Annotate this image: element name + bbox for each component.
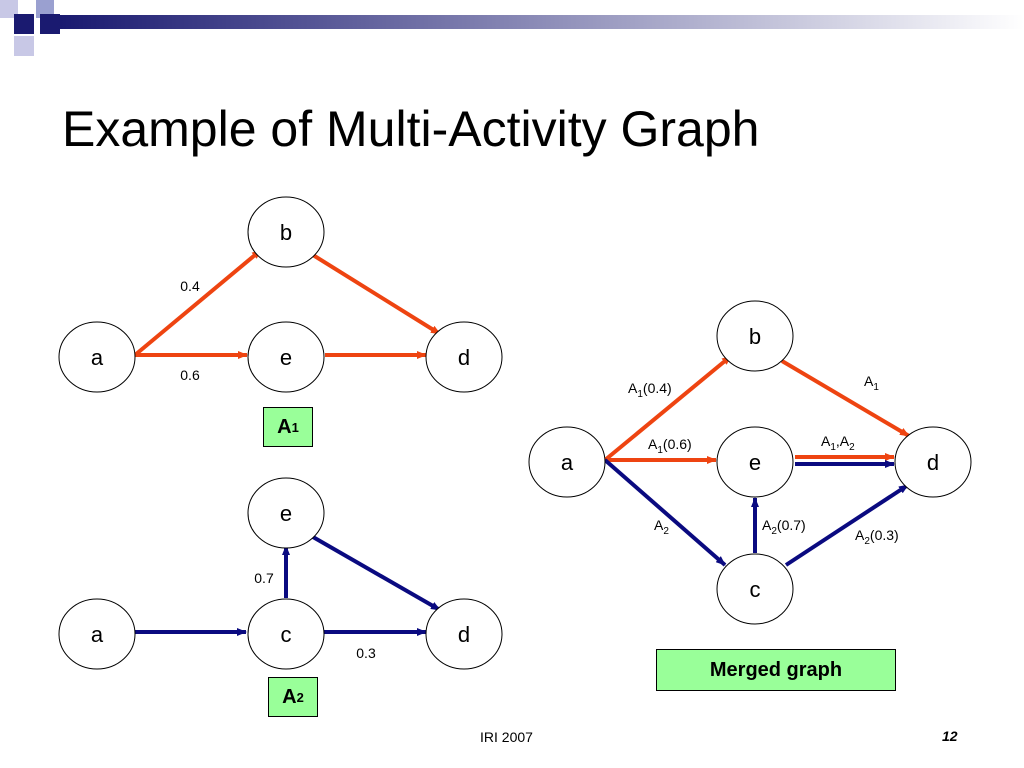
label-sub: 1	[830, 442, 836, 453]
tag-main: A	[282, 685, 297, 708]
edge-label-a-e: 0.6	[180, 367, 200, 383]
node-d	[894, 426, 972, 498]
merged-graph-caption: Merged graph	[656, 649, 896, 691]
edge-label-c-e: A2(0.7)	[762, 517, 806, 537]
deco-square	[0, 0, 18, 18]
edge-label-c-e: 0.7	[254, 570, 274, 586]
label-tail: ,A	[836, 433, 850, 449]
label-sub: 2	[771, 526, 777, 537]
label-tail: (0.4)	[643, 380, 672, 396]
node-label-b: b	[749, 324, 761, 349]
node-b	[716, 300, 794, 372]
node-a	[528, 426, 606, 498]
node-e	[247, 477, 325, 549]
edge-b-d	[780, 359, 911, 438]
node-label-d: d	[927, 450, 939, 475]
node-d	[425, 321, 503, 393]
edge-b-d	[311, 253, 442, 336]
node-d	[425, 598, 503, 670]
footer-center: IRI 2007	[480, 729, 533, 745]
node-c	[716, 553, 794, 625]
label-main: A	[864, 373, 874, 389]
deco-square	[14, 36, 34, 56]
label-sub: 2	[864, 536, 870, 547]
edge-a-b	[603, 354, 733, 462]
header-decoration	[0, 0, 1024, 56]
label-main: A	[628, 380, 638, 396]
graph-a1: a b e d 0.4 0.6	[58, 196, 503, 393]
node-label-d: d	[458, 622, 470, 647]
node-e	[247, 321, 325, 393]
node-label-b: b	[280, 220, 292, 245]
node-c	[247, 598, 325, 670]
label-main: A	[648, 436, 658, 452]
deco-square	[14, 14, 34, 34]
slide-title: Example of Multi-Activity Graph	[62, 101, 760, 157]
deco-square	[18, 0, 36, 18]
label-tail: (0.3)	[870, 527, 899, 543]
tag-main: A	[277, 415, 292, 438]
node-a	[58, 598, 136, 670]
tag-sub: 1	[291, 419, 299, 435]
label-tail: (0.6)	[663, 436, 692, 452]
edge-a-b	[133, 248, 263, 357]
label-tail: (0.7)	[777, 517, 806, 533]
label-main: A	[654, 517, 664, 533]
edge-label-a-b: 0.4	[180, 278, 200, 294]
node-a	[58, 321, 136, 393]
deco-square	[36, 0, 54, 18]
edge-label-a-b: A1(0.4)	[628, 380, 672, 400]
label-sub: 1	[637, 389, 643, 400]
label-sub: 1	[873, 382, 879, 393]
deco-square	[40, 14, 60, 34]
node-b	[247, 196, 325, 268]
node-label-c: c	[750, 577, 761, 602]
node-label-a: a	[91, 345, 104, 370]
edge-label-c-d: 0.3	[356, 645, 376, 661]
edge-label-b-d: A1	[864, 373, 879, 393]
edge-label-a-c: A2	[654, 517, 669, 537]
edge-a-c	[603, 458, 727, 567]
graph-a2: a c e d 0.7 0.3	[58, 477, 503, 670]
edge-c-d	[784, 483, 910, 567]
edge-label-c-d: A2(0.3)	[855, 527, 899, 547]
page-number: 12	[942, 728, 958, 744]
edge-label-a-e: A1(0.6)	[648, 436, 692, 456]
node-label-c: c	[281, 622, 292, 647]
node-label-a: a	[561, 450, 574, 475]
node-label-a: a	[91, 622, 104, 647]
node-label-e: e	[280, 501, 292, 526]
graph-merged: a b e d c A1(0.4) A1(0.6) A1 A1,A2 A2 A2…	[528, 300, 972, 625]
label-sub: 1	[657, 445, 663, 456]
deco-square	[36, 36, 54, 54]
tag-sub: 2	[296, 689, 304, 705]
label-main: A	[821, 433, 831, 449]
edge-e-d	[312, 535, 441, 612]
edge-label-e-d: A1,A2	[821, 433, 855, 453]
node-label-e: e	[280, 345, 292, 370]
node-e	[716, 426, 794, 498]
label-sub: 2	[663, 526, 669, 537]
node-label-d: d	[458, 345, 470, 370]
caption-text: Merged graph	[709, 658, 843, 681]
label-main: A	[855, 527, 865, 543]
node-label-e: e	[749, 450, 761, 475]
label-sub2: 2	[849, 442, 855, 453]
label-main: A	[762, 517, 772, 533]
header-gradient-bar	[60, 15, 1024, 29]
